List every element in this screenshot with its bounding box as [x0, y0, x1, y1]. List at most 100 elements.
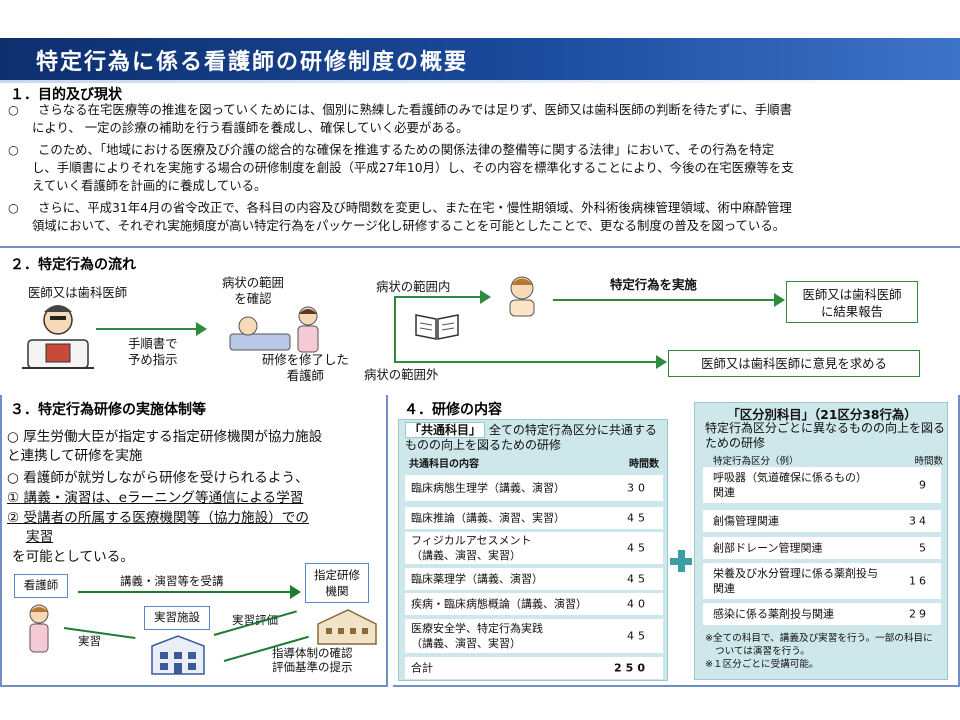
- section3-line: ○ 厚生労働大臣が指定する指定研修機関が協力施設: [7, 429, 323, 445]
- institution-building-icon: [317, 609, 377, 645]
- section4-frame: [393, 395, 960, 687]
- nurse-figure-icon: [29, 604, 49, 653]
- confirm-label: 病状の範囲 を確認: [222, 275, 284, 306]
- common-subject-name: 臨床推論（講義、演習、実習）: [411, 511, 565, 525]
- arrow-head: [774, 293, 785, 307]
- common-subject-row: 医療安全学、特定行為実践（講義、演習、実習） 45: [405, 619, 663, 653]
- nurse-icon: [509, 276, 535, 317]
- nurse-patient-icon: [229, 306, 319, 353]
- category-subject-name: 呼吸器（気道確保に係るもの）関連: [713, 471, 867, 499]
- instruction-label: 手順書で 予め指示: [128, 336, 178, 367]
- common-subjects-title: 「共通科目」 全ての特定行為区分に共通するものの向上を図るための研修: [405, 422, 657, 452]
- common-subject-name: 疾病・臨床病態概論（講義、演習）: [411, 597, 587, 611]
- guidance-label: 指導体制の確認 評価基準の提示: [272, 646, 353, 674]
- common-subject-row: フィジカルアセスメント（講義、演習、実習）45: [405, 532, 663, 564]
- category-subject-hours: 5: [919, 541, 929, 555]
- arrow: [78, 591, 290, 593]
- category-subject-row: 栄養及び水分管理に係る薬剤投与関連 16: [703, 563, 941, 599]
- page-title: 特定行為に係る看護師の研修制度の概要: [36, 50, 469, 75]
- category-note: ※全ての科目で、講義及び実習を行う。一部の科目に ついては演習を行う。 ※１区分…: [705, 633, 933, 670]
- common-subject-hours: 30: [627, 481, 649, 495]
- category-subject-hours: 9: [919, 478, 929, 492]
- section1-heading: １．目的及び現状: [10, 87, 122, 103]
- section3-heading: ３．特定行為研修の実施体制等: [10, 402, 206, 418]
- common-subject-row: 合計 250: [405, 657, 663, 679]
- report-box: 医師又は歯科医師 に結果報告: [786, 281, 918, 323]
- doctor-label: 医師又は歯科医師: [28, 285, 128, 300]
- section3-line: ② 受講者の所属する医療機関等（協力施設）での: [7, 510, 309, 526]
- category-subject-hours: 16: [909, 574, 929, 588]
- facility-box: 実習施設: [144, 606, 210, 630]
- category-subject-row: 呼吸器（気道確保に係るもの）関連 9: [703, 467, 941, 503]
- book-icon: [415, 314, 459, 340]
- category-subjects-title: 「区分別科目」（21区分38行為）: [727, 407, 917, 422]
- divider: [0, 246, 960, 248]
- common-subject-hours: 45: [627, 572, 649, 586]
- category-subjects-panel: 「区分別科目」（21区分38行為） 特定行為区分ごとに異なるものの向上を図るため…: [694, 402, 948, 680]
- common-subjects-panel: 「共通科目」 全ての特定行為区分に共通するものの向上を図るための研修 共通科目の…: [398, 419, 668, 681]
- category-subject-row: 創部ドレーン管理関連 5: [703, 537, 941, 559]
- common-subject-hours: 45: [627, 629, 649, 643]
- common-subject-row: 臨床推論（講義、演習、実習） 45: [405, 507, 663, 529]
- category-subject-row: 創傷管理関連 34: [703, 510, 941, 532]
- plus-icon: [670, 550, 692, 572]
- out-range-label: 病状の範囲外: [364, 367, 439, 382]
- bullet-mark: ○: [8, 142, 19, 157]
- common-subject-name: 臨床病態生理学（講義、演習）: [411, 481, 565, 495]
- practice-label: 実習: [78, 634, 101, 648]
- lecture-label: 講義・演習等を受講: [120, 574, 224, 588]
- common-subject-hours: 45: [627, 511, 649, 525]
- in-range-label: 病状の範囲内: [376, 279, 451, 294]
- bullet-mark: ○: [8, 102, 19, 117]
- arrow-head: [656, 355, 667, 369]
- section1-para-3: ○ さらに、平成31年4月の省令改正で、各科目の内容及び時間数を変更し、また在宅…: [8, 200, 792, 233]
- section4-heading: ４．研修の内容: [404, 402, 502, 418]
- arrow: [553, 299, 775, 301]
- arrow-head: [196, 322, 207, 336]
- section3-line: を可能としている。: [12, 549, 134, 565]
- arrow: [394, 296, 480, 298]
- arrow-head: [480, 290, 491, 304]
- hospital-icon: [151, 635, 205, 675]
- arrow-head: [290, 585, 301, 599]
- bullet-mark: ○: [8, 200, 19, 215]
- doctor-icon: [22, 305, 94, 369]
- institution-box: 指定研修 機関: [305, 563, 369, 603]
- section3-line: と連携して研修を実施: [7, 448, 143, 464]
- common-subject-name: 臨床薬理学（講義、演習）: [411, 572, 543, 586]
- common-subjects-header: 共通科目の内容 時間数: [409, 459, 659, 470]
- common-subject-row: 臨床病態生理学（講義、演習） 30: [405, 475, 663, 501]
- evaluation-label: 実習評価: [232, 613, 278, 627]
- nurse-box: 看護師: [14, 574, 68, 598]
- section3-line: ○ 看護師が就労しながら研修を受けられるよう、: [7, 470, 309, 486]
- category-subject-hours: 34: [909, 514, 929, 528]
- common-subject-hours: 45: [627, 541, 649, 555]
- trained-nurse-label: 研修を修了した 看護師: [262, 352, 349, 383]
- common-subject-row: 臨床薬理学（講義、演習） 45: [405, 568, 663, 590]
- common-subject-hours: 250: [614, 661, 649, 675]
- category-subject-hours: 29: [909, 607, 929, 621]
- section1-para-1: ○ さらなる在宅医療等の推進を図っていくためには、個別に熟練した看護師のみでは足…: [8, 102, 792, 135]
- section1-para-2: ○ このため、「地域における医療及び介護の総合的な確保を推進するための関係法律の…: [8, 142, 794, 193]
- category-subjects-header: 特定行為区分（例） 時間数: [713, 456, 943, 467]
- common-subject-name: 医療安全学、特定行為実践（講義、演習、実習）: [411, 622, 543, 650]
- section3-line: ① 講義・演習は、eラーニング等通信による学習: [7, 490, 304, 506]
- section3-line: 実習: [26, 529, 54, 545]
- category-subjects-desc: 特定行為区分ごとに異なるものの向上を図るための研修: [705, 421, 946, 450]
- category-subject-name: 感染に係る薬剤投与関連: [713, 607, 834, 621]
- category-subject-name: 創部ドレーン管理関連: [713, 541, 823, 555]
- category-subject-name: 栄養及び水分管理に係る薬剤投与関連: [713, 567, 878, 595]
- perform-label: 特定行為を実施: [610, 277, 697, 292]
- common-subject-row: 疾病・臨床病態概論（講義、演習） 40: [405, 593, 663, 615]
- section2-heading: ２．特定行為の流れ: [10, 257, 136, 273]
- arrow: [96, 328, 196, 330]
- arrow: [394, 361, 656, 363]
- title-bar: 特定行為に係る看護師の研修制度の概要: [0, 38, 960, 83]
- category-subject-name: 創傷管理関連: [713, 514, 779, 528]
- consult-box: 医師又は歯科医師に意見を求める: [668, 350, 920, 377]
- common-subject-hours: 40: [627, 597, 649, 611]
- branch-line: [394, 296, 396, 362]
- category-subject-row: 感染に係る薬剤投与関連 29: [703, 603, 941, 625]
- common-subject-name: 合計: [411, 661, 433, 675]
- section3-frame: [0, 395, 388, 687]
